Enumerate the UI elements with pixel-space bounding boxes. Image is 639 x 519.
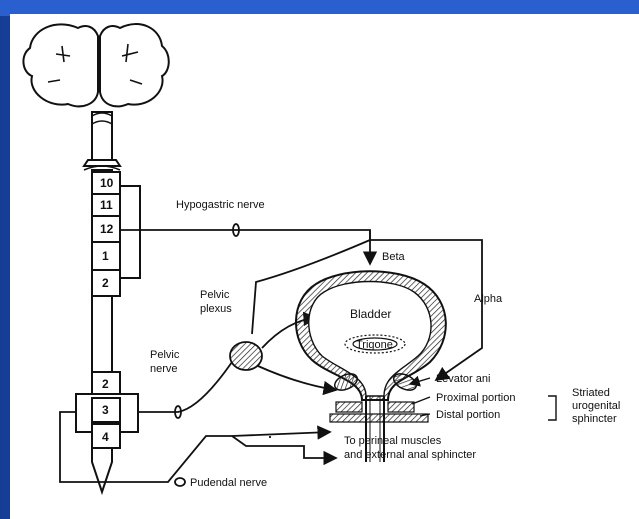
brain-illustration	[23, 24, 168, 106]
segment-s4: 4	[102, 430, 109, 444]
pelvic-plexus-label-line2: plexus	[200, 303, 232, 315]
proximal-portion-label: Proximal portion	[436, 392, 515, 404]
pelvic-plexus-label-line1: Pelvic	[200, 289, 230, 301]
pelvic-nerve-label-line2: nerve	[150, 363, 178, 375]
levator-ani-label: Levator ani	[436, 373, 490, 385]
striated-sphincter-label-line3: sphincter	[572, 413, 617, 425]
trigone-label: Trigone	[356, 339, 393, 351]
alpha-label: Alpha	[474, 293, 503, 305]
distal-portion-label: Distal portion	[436, 409, 500, 421]
perineal-muscles-label-line1: To perineal muscles	[344, 435, 442, 447]
bladder-label: Bladder	[350, 307, 391, 321]
pelvic-plexus-illustration	[230, 342, 262, 370]
hypogastric-nerve-label: Hypogastric nerve	[176, 199, 265, 211]
segment-l1: 1	[102, 249, 109, 263]
beta-label: Beta	[382, 251, 406, 263]
segment-t12: 12	[100, 222, 114, 236]
segment-t11: 11	[100, 198, 113, 212]
segment-l2: 2	[102, 276, 109, 290]
segment-s3: 3	[102, 403, 109, 417]
pelvic-nerve-label-line1: Pelvic	[150, 349, 180, 361]
pudendal-nerve-label: Pudendal nerve	[190, 477, 267, 489]
striated-sphincter-label-line1: Striated	[572, 387, 610, 399]
bladder-illustration	[296, 271, 446, 462]
segment-t10: 10	[100, 176, 114, 190]
striated-sphincter-label-line2: urogenital	[572, 400, 620, 412]
perineal-muscles-label-line2: and external anal sphincter	[344, 449, 476, 461]
segment-s2: 2	[102, 377, 109, 391]
